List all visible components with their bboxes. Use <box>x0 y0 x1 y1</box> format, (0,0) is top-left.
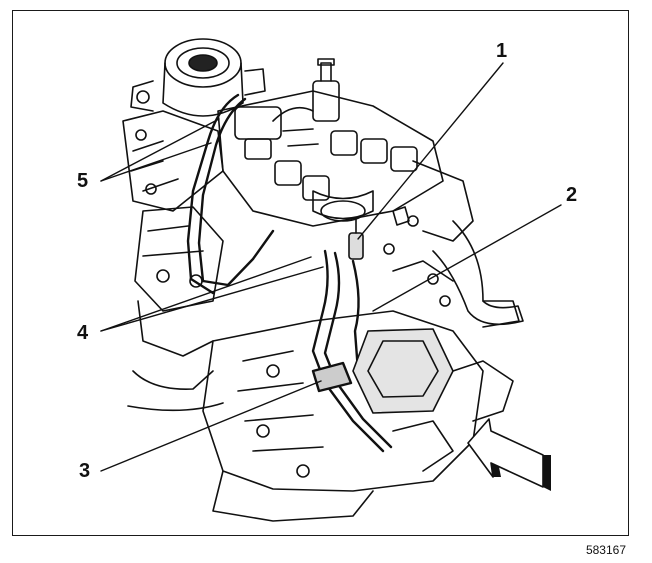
callout-4: 4 <box>77 322 89 344</box>
leader-5b <box>100 142 212 182</box>
engine-illustration <box>100 38 562 522</box>
leader-5a <box>100 118 220 182</box>
left-cylinder-head <box>122 110 224 412</box>
leader-4a <box>100 256 312 332</box>
leader-3 <box>100 380 322 472</box>
fuel-feed-return-lines <box>311 249 393 453</box>
callout-5: 5 <box>77 170 89 192</box>
diagram-frame: 1 2 3 4 5 <box>12 10 629 536</box>
forward-arrow-icon <box>467 418 551 491</box>
transmission-housing <box>202 310 514 522</box>
figure-number: 583167 <box>585 543 626 557</box>
fuel-lines <box>186 93 275 295</box>
right-exhaust-manifold <box>392 160 524 328</box>
callout-1: 1 <box>496 40 508 62</box>
leader-lines <box>100 62 562 472</box>
leader-4b <box>100 266 324 332</box>
callout-3: 3 <box>79 460 91 482</box>
fuel-injector-rail <box>217 58 444 227</box>
callout-2: 2 <box>566 184 578 206</box>
leader-1 <box>357 62 504 240</box>
throttle-body <box>130 38 266 117</box>
fuel-pressure-fitting <box>348 206 419 260</box>
leader-2 <box>372 204 562 312</box>
